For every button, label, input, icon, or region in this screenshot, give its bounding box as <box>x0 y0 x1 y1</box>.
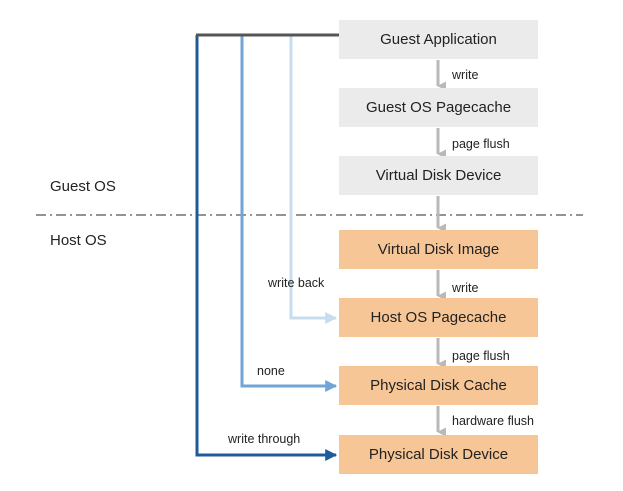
flow-label-page-flush: page flush <box>452 137 510 151</box>
flow-label-hardware-flush: hardware flush <box>452 414 534 428</box>
box-label: Virtual Disk Device <box>375 167 502 184</box>
box-label: Host OS Pagecache <box>370 309 507 326</box>
host-os-pagecache-box: Host OS Pagecache <box>339 298 538 337</box>
box-label: Guest OS Pagecache <box>365 99 512 116</box>
flow-label-page-flush: page flush <box>452 349 510 363</box>
zone-label-guest-os: Guest OS <box>50 178 116 195</box>
virtual-disk-image-box: Virtual Disk Image <box>339 230 538 269</box>
write-through-path <box>195 35 338 461</box>
zone-label-host-os: Host OS <box>50 232 107 249</box>
physical-disk-cache-box: Physical Disk Cache <box>339 366 538 405</box>
box-label: Virtual Disk Image <box>377 241 500 258</box>
flow-label-write: write <box>452 281 479 295</box>
mode-label-write-through: write through <box>228 432 301 446</box>
box-label: Physical Disk Device <box>368 446 509 463</box>
mode-label-none: none <box>257 364 285 378</box>
mode-label-write-back: write back <box>268 276 325 290</box>
guest-os-pagecache-box: Guest OS Pagecache <box>339 88 538 127</box>
guest-application-box: Guest Application <box>339 20 538 59</box>
physical-disk-device-box: Physical Disk Device <box>339 435 538 474</box>
flow-label-write: write <box>452 68 479 82</box>
none-path <box>240 35 338 392</box>
box-label: Guest Application <box>380 31 497 48</box>
box-label: Physical Disk Cache <box>370 377 507 394</box>
write-back-path <box>289 35 338 324</box>
virtual-disk-device-box: Virtual Disk Device <box>339 156 538 195</box>
